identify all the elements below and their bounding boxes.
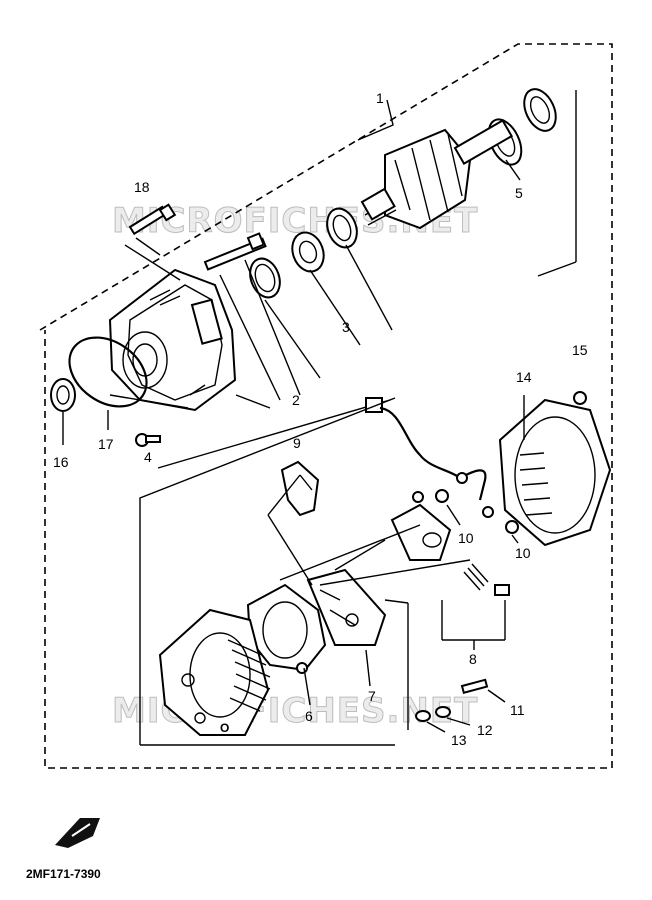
brushes-springs-8 (441, 563, 510, 650)
bolt-18 (128, 203, 177, 236)
front-housing (108, 268, 237, 412)
rectifier-7 (306, 568, 387, 646)
seal-16 (50, 378, 76, 412)
callout-15: 15 (572, 342, 588, 358)
rear-cover-14 (498, 395, 612, 547)
lead-wire (365, 397, 487, 501)
assembly-boundary (39, 43, 613, 769)
nut-15 (573, 391, 587, 405)
callout-10-b: 10 (515, 545, 531, 561)
callout-4: 4 (144, 449, 152, 465)
through-bolt (203, 232, 267, 271)
callout-3: 3 (342, 319, 350, 335)
callout-5: 5 (515, 185, 523, 201)
terminal-hardware (415, 678, 489, 722)
regulator-assembly (390, 489, 519, 561)
screw-4 (135, 433, 161, 447)
callout-1: 1 (376, 90, 384, 106)
brush-holder-9 (280, 460, 320, 517)
callout-6: 6 (305, 708, 313, 724)
top-leader-lines (62, 90, 577, 469)
callout-7: 7 (368, 688, 376, 704)
callout-11: 11 (510, 702, 525, 718)
callout-14: 14 (516, 369, 532, 385)
callout-18: 18 (134, 179, 150, 195)
front-arrow-icon (55, 818, 100, 848)
rotor-assembly (360, 88, 557, 230)
callout-13: 13 (451, 732, 467, 748)
seal-bearing-set (249, 207, 358, 299)
svg-text:O: O (220, 721, 229, 735)
callout-16: 16 (53, 454, 69, 470)
rear-housing: O (158, 608, 271, 736)
o-ring-17 (68, 336, 148, 408)
callout-17: 17 (98, 436, 114, 452)
callout-8: 8 (469, 651, 477, 667)
callout-2: 2 (292, 392, 300, 408)
bottom-leader-lines (139, 397, 519, 746)
diagram-code: 2MF171-7390 (26, 867, 101, 881)
callout-9: 9 (293, 435, 301, 451)
callout-10-a: 10 (458, 530, 474, 546)
callout-12: 12 (477, 722, 493, 738)
